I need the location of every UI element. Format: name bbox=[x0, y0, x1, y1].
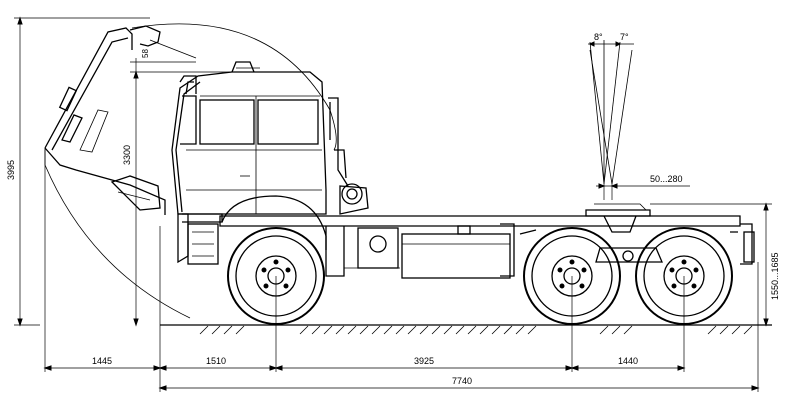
rear-axle-equalizer bbox=[519, 229, 738, 263]
ground-line bbox=[160, 324, 772, 335]
fifth-wheel-offset-label: 50...280 bbox=[650, 174, 683, 184]
overall-length-dimension-line bbox=[158, 385, 760, 391]
fifth-wheel bbox=[585, 203, 651, 233]
front-overhang-label: 1445 bbox=[92, 356, 112, 366]
chassis-frame bbox=[219, 215, 755, 279]
front-bumper bbox=[177, 195, 327, 265]
wheelbase-label: 3925 bbox=[414, 356, 434, 366]
horizontal-dimension-extensions bbox=[44, 150, 759, 392]
fifth-wheel-offset-dimension bbox=[596, 183, 690, 200]
front-axle-offset-label: 1510 bbox=[206, 356, 226, 366]
cab-height-label: 3300 bbox=[122, 145, 132, 165]
exhaust-stack bbox=[328, 97, 369, 215]
overall-height-label: 3995 bbox=[6, 160, 16, 180]
overall-height-dimension bbox=[14, 16, 150, 327]
tilted-cab-outline bbox=[44, 23, 337, 319]
fifth-wheel-height-dimension bbox=[650, 202, 772, 327]
rear-axle-spacing-label: 1440 bbox=[618, 356, 638, 366]
fifth-wheel-height-label: 1550...1685 bbox=[770, 252, 780, 300]
cab bbox=[171, 61, 327, 215]
tilt-angle-cone bbox=[588, 40, 634, 185]
axle-dimension-line bbox=[43, 365, 686, 371]
tilt-clearance-label: 58 bbox=[141, 49, 150, 58]
overall-length-label: 7740 bbox=[452, 376, 472, 386]
tilt-forward-angle-label: 8° bbox=[594, 32, 603, 42]
tilt-back-angle-label: 7° bbox=[620, 32, 629, 42]
tilt-clearance-dimension bbox=[130, 58, 196, 72]
cab-height-dimension bbox=[130, 70, 232, 327]
